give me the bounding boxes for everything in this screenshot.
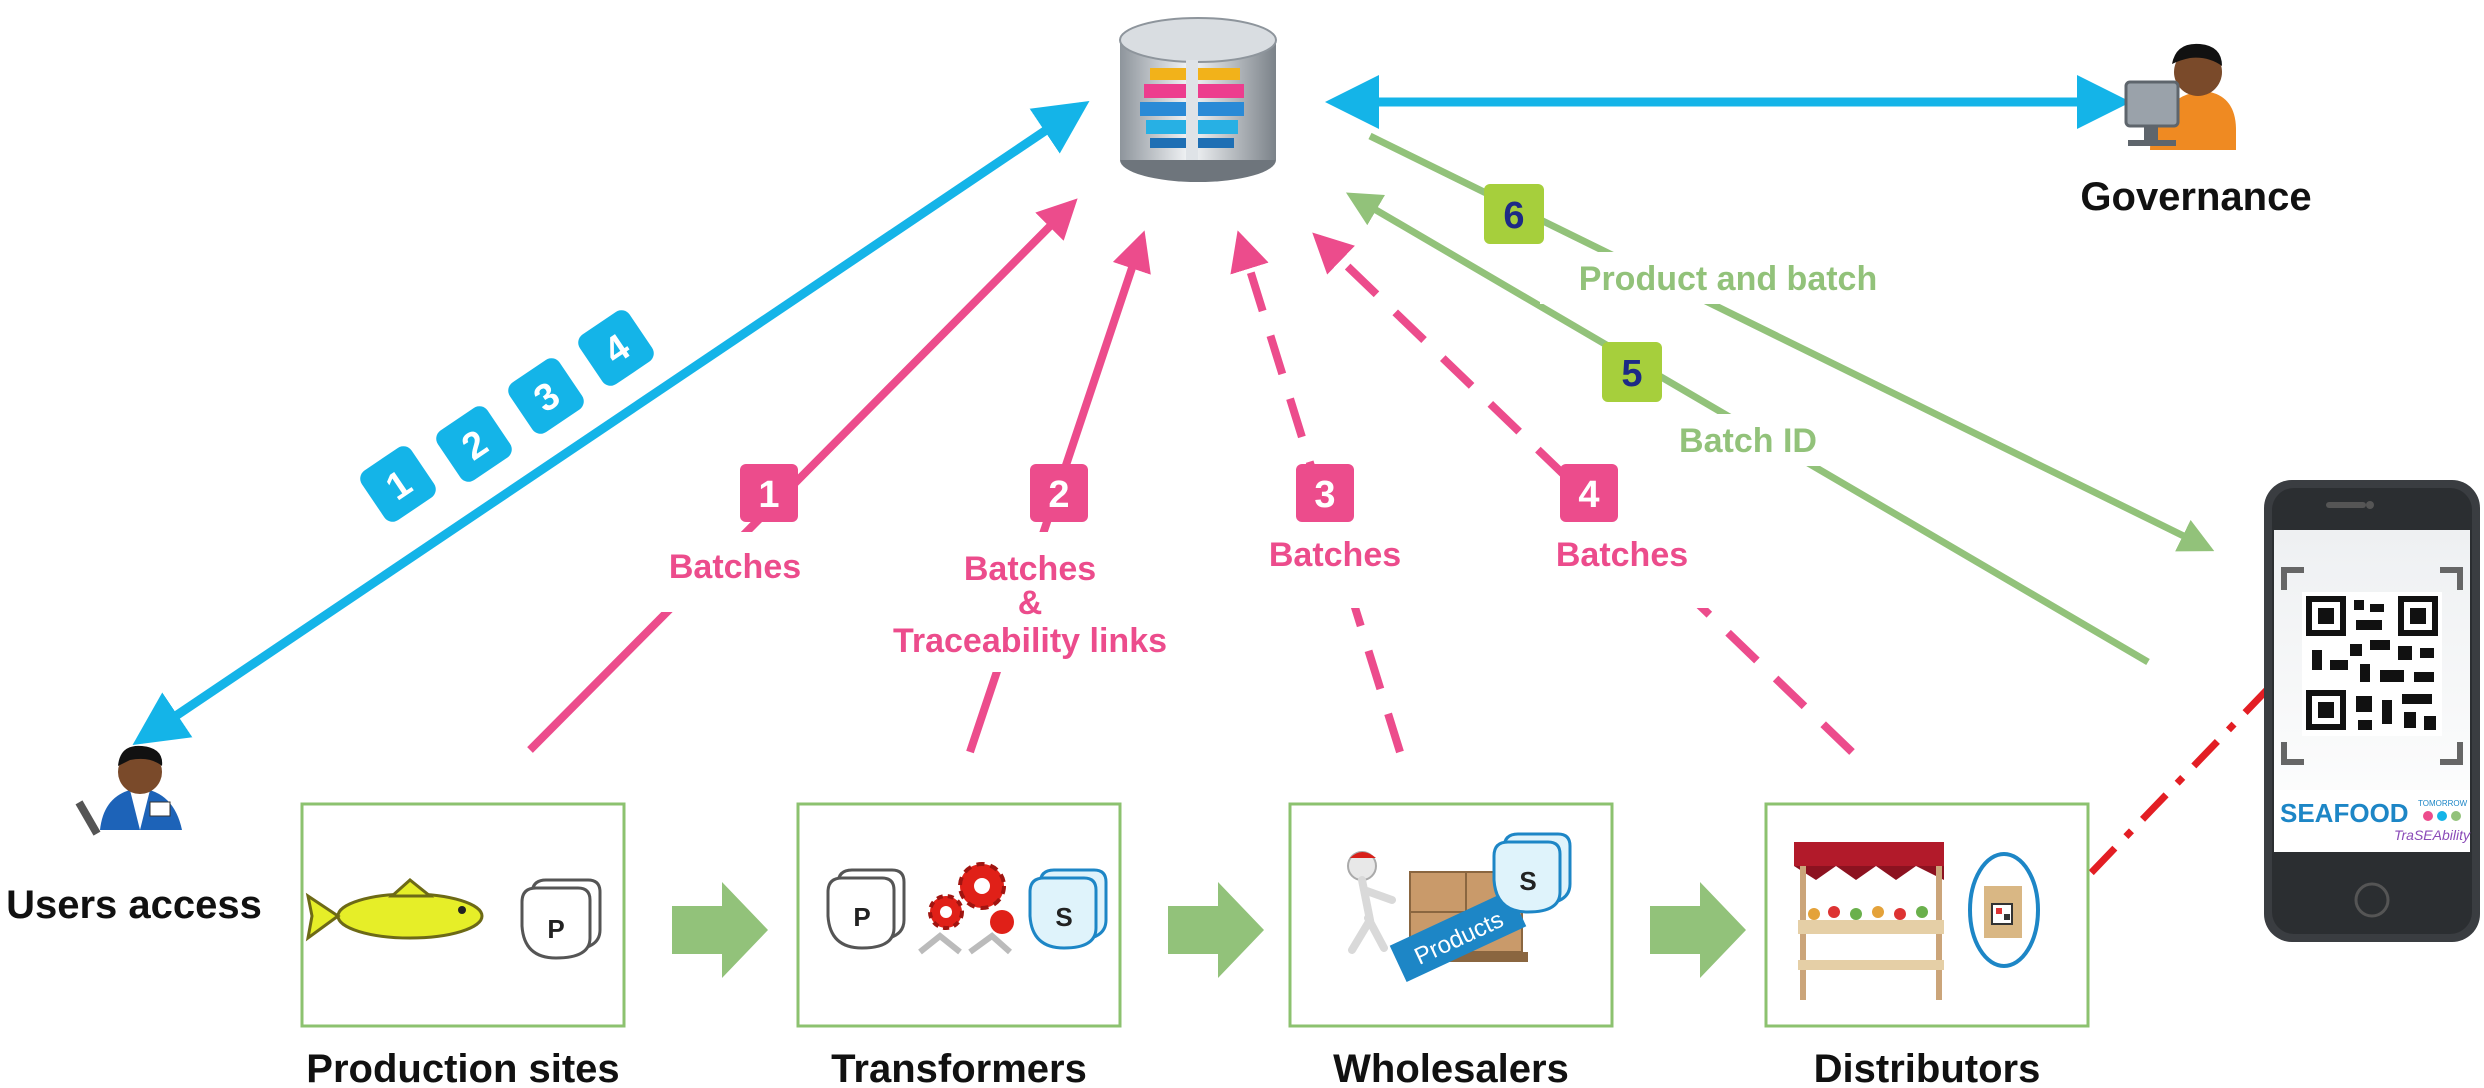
flow-arrow-wholesalers-to-distributors [1650, 882, 1746, 978]
qr-code-icon [2302, 592, 2442, 736]
production-sites-label: Production sites [306, 1047, 619, 1088]
users-database-arrow [132, 100, 1090, 746]
flow-2-label-line3: Traceability links [893, 622, 1167, 660]
flow-1-number: 1 [758, 474, 779, 516]
transformers-label: Transformers [831, 1047, 1087, 1088]
flow-4: 4 Batches [1556, 464, 1688, 574]
flow-1-arrow [527, 198, 1078, 753]
users-access-label: Users access [6, 883, 262, 927]
product-token-label: P [547, 914, 564, 944]
product-token-icon: P [520, 878, 602, 960]
flow-5-number: 5 [1621, 353, 1642, 395]
seafood-logo-tag: TraSEAbility [2394, 827, 2471, 843]
governance-person-icon [2124, 43, 2236, 150]
production-sites-stage: P [300, 802, 626, 1028]
flow-4-label: Batches [1556, 536, 1688, 574]
market-stall-icon [1794, 842, 1944, 1000]
flow-5: 5 Batch ID [1602, 342, 1817, 460]
flow-6-number: 6 [1503, 195, 1524, 237]
flow-2-label-line2: & [1018, 584, 1043, 622]
blue-step-badges: 1 2 3 4 [360, 310, 654, 522]
flow-2-label-line1: Batches [964, 550, 1096, 588]
transformers-p-token-label: P [853, 902, 870, 932]
shipment-token-icon: S [1492, 832, 1572, 914]
seafood-logo-small: TOMORROW [2418, 799, 2468, 808]
smartphone-icon: SEAFOOD TOMORROW TraSEAbility [2264, 480, 2480, 942]
delivery-worker-icon [1347, 851, 1396, 954]
transformers-stage: P S [796, 802, 1122, 1028]
flow-1: 1 Batches [669, 464, 801, 586]
flow-6: 6 Product and batch [1484, 184, 1877, 298]
shipment-token-icon: S [1028, 868, 1108, 950]
transformers-s-token-label: S [1055, 902, 1072, 932]
qr-label-product-icon [1968, 852, 2040, 968]
wholesalers-stage: Products S [1288, 802, 1614, 1028]
flow-arrow-transformers-to-wholesalers [1168, 882, 1264, 978]
users-access-person-icon [75, 745, 182, 836]
wholesalers-s-token-label: S [1519, 866, 1536, 896]
flow-2-number: 2 [1048, 474, 1069, 516]
flow-2: 2 Batches & Traceability links [893, 464, 1167, 660]
flow-6-label: Product and batch [1579, 260, 1877, 298]
fish-icon [305, 878, 484, 942]
product-token-icon: P [826, 868, 906, 950]
flow-5-label: Batch ID [1679, 422, 1817, 460]
wholesalers-label: Wholesalers [1333, 1047, 1569, 1088]
seafood-logo-text: SEAFOOD [2280, 798, 2409, 828]
flow-4-number: 4 [1578, 474, 1599, 516]
gears-icon [918, 862, 1014, 955]
flow-3-label: Batches [1269, 536, 1401, 574]
distributors-label: Distributors [1814, 1047, 2041, 1088]
flow-3: 3 Batches [1269, 464, 1401, 574]
distributors-stage [1764, 802, 2090, 1028]
governance-label: Governance [2080, 175, 2311, 219]
flow-arrow-production-to-transformers [672, 882, 768, 978]
flow-4-arrow [1312, 232, 1855, 755]
flow-1-label: Batches [669, 548, 801, 586]
database-icon [1119, 17, 1277, 182]
flow-3-number: 3 [1314, 474, 1335, 516]
seafood-logo: SEAFOOD TOMORROW TraSEAbility [2274, 790, 2471, 846]
